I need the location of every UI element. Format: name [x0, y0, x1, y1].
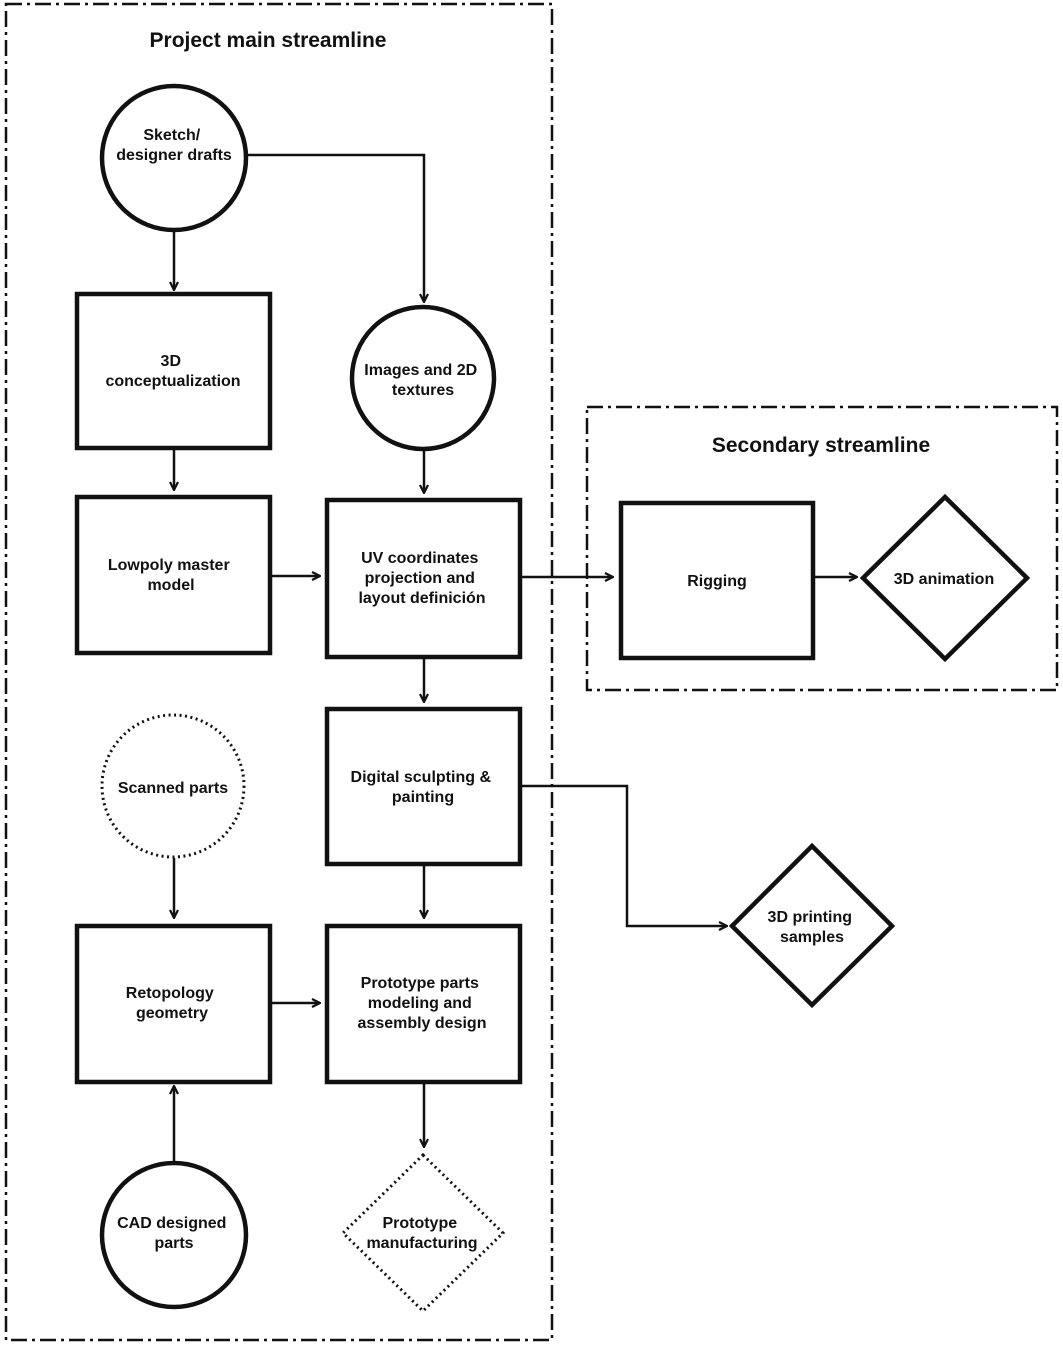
node-label-line: designer drafts [116, 147, 232, 164]
node-label-line: Prototype parts [361, 975, 479, 992]
node-label-line: 3D animation [894, 571, 994, 588]
main-streamline-title: Project main streamline [150, 29, 387, 52]
node-label-line: Scanned parts [118, 780, 228, 797]
node-label: Images and 2D textures [364, 362, 481, 399]
edges [174, 153, 857, 1163]
node-label: Sketch/ designer drafts [116, 127, 232, 164]
group-secondary-streamline: Secondary streamline [585, 405, 1059, 692]
prototype-shape [324, 923, 523, 1085]
node-label: 3D printing samples [768, 909, 857, 946]
node-label-line: layout definición [358, 590, 485, 607]
node-label-line: Lowpoly master [108, 557, 230, 574]
node-prototype: Prototype parts modeling and assembly de… [324, 923, 523, 1085]
sketch-shape [99, 83, 249, 233]
node-label-line: painting [392, 789, 454, 806]
node-label-line: assembly design [358, 1015, 487, 1032]
main-streamline-border [4, 2, 554, 1342]
edge-sculpt-to-printing [520, 784, 727, 926]
node-images: Images and 2D textures [349, 304, 497, 452]
edge-sketch-to-images [246, 153, 424, 302]
node-label: CAD designed parts [117, 1215, 231, 1252]
node-label: Rigging [687, 573, 747, 590]
retopo-shape [74, 923, 273, 1085]
node-label-line: Rigging [687, 573, 747, 590]
node-sketch: Sketch/ designer drafts [99, 83, 249, 233]
node-retopo: Retopology geometry [74, 923, 273, 1085]
cad-shape [99, 1160, 249, 1310]
node-label-line: Digital sculpting & [351, 769, 492, 786]
node-label-line: model [147, 577, 194, 594]
node-sculpt: Digital sculpting & painting [324, 706, 523, 867]
node-label: Retopology geometry [126, 985, 218, 1022]
node-label: 3D animation [894, 571, 994, 588]
node-label-line: Images and 2D [364, 362, 477, 379]
node-lowpoly: Lowpoly master model [74, 494, 273, 656]
node-uv: UV coordinates projection and layout def… [324, 497, 523, 660]
secondary-streamline-border [585, 405, 1059, 692]
sculpt-shape [324, 706, 523, 867]
node-label: 3D conceptualization [105, 353, 240, 390]
rigging-shape [618, 500, 816, 661]
node-rigging: Rigging [618, 500, 816, 661]
node-label: UV coordinates projection and layout def… [358, 550, 485, 607]
node-label-line: parts [154, 1235, 193, 1252]
node-label-line: Sketch/ [143, 127, 200, 144]
node-label-line: textures [392, 382, 454, 399]
node-cad: CAD designed parts [99, 1160, 249, 1310]
manufacturing-shape [340, 1152, 506, 1314]
animation-shape [859, 493, 1031, 663]
node-scanned: Scanned parts [100, 713, 246, 859]
node-label-line: geometry [136, 1005, 208, 1022]
lowpoly-shape [74, 494, 273, 656]
node-label-line: CAD designed [117, 1215, 226, 1232]
node-label: Scanned parts [118, 780, 228, 797]
secondary-streamline-title: Secondary streamline [712, 434, 930, 457]
node-printing: 3D printing samples [728, 842, 896, 1009]
node-manufacturing: Prototype manufacturing [340, 1152, 506, 1314]
node-label: Prototype manufacturing [366, 1215, 477, 1252]
node-label: Prototype parts modeling and assembly de… [358, 975, 487, 1032]
node-label-line: 3D printing [768, 909, 852, 926]
node-label-line: Retopology [126, 985, 214, 1002]
uv-shape [324, 497, 523, 660]
node-label-line: UV coordinates [361, 550, 478, 567]
node-label: Digital sculpting & painting [351, 769, 496, 806]
node-animation: 3D animation [859, 493, 1031, 663]
node-concept: 3D conceptualization [74, 291, 273, 451]
group-main-streamline: Project main streamline [4, 2, 554, 1342]
node-label-line: projection and [365, 570, 475, 587]
images-shape [349, 304, 497, 452]
node-label-line: manufacturing [366, 1235, 477, 1252]
printing-shape [728, 842, 896, 1009]
node-label-line: conceptualization [105, 373, 240, 390]
concept-shape [74, 291, 273, 451]
node-label-line: 3D [161, 353, 181, 370]
scanned-shape [100, 713, 246, 859]
node-label-line: modeling and [368, 995, 472, 1012]
node-label-line: samples [780, 929, 844, 946]
node-label: Lowpoly master model [108, 557, 234, 594]
node-label-line: Prototype [382, 1215, 457, 1232]
